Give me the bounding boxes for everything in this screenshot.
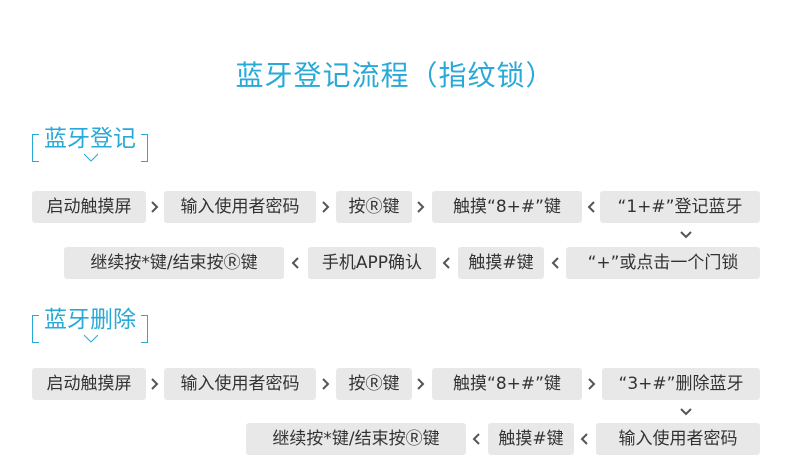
step-continue-or-end: 继续按*键/结束按Ⓡ键 bbox=[246, 423, 466, 455]
step-continue-or-end: 继续按*键/结束按Ⓡ键 bbox=[64, 247, 284, 279]
step-enter-user-password: 输入使用者密码 bbox=[164, 368, 316, 400]
step-plus-or-click-lock: “+”或点击一个门锁 bbox=[566, 247, 760, 279]
chevron-right-icon bbox=[415, 377, 427, 391]
step-1-hash-register: “1+#”登记蓝牙 bbox=[600, 191, 760, 223]
chevron-left-icon bbox=[470, 432, 482, 446]
bracket-left bbox=[32, 315, 39, 343]
section-label-register: 蓝牙登记 bbox=[32, 124, 148, 167]
chevron-down-icon bbox=[84, 334, 98, 348]
chevron-down-icon bbox=[679, 406, 693, 418]
section-label-delete: 蓝牙删除 bbox=[32, 305, 148, 348]
section-label-text: 蓝牙删除 bbox=[44, 307, 136, 333]
bracket-right bbox=[141, 134, 148, 162]
chevron-left-icon bbox=[585, 200, 597, 214]
chevron-right-icon bbox=[320, 200, 332, 214]
step-enter-user-password: 输入使用者密码 bbox=[596, 423, 760, 455]
step-start-touchscreen: 启动触摸屏 bbox=[32, 368, 146, 400]
chevron-right-icon bbox=[320, 377, 332, 391]
chevron-right-icon bbox=[415, 200, 427, 214]
chevron-left-icon bbox=[578, 432, 590, 446]
step-touch-hash: 触摸#键 bbox=[488, 423, 574, 455]
page-title: 蓝牙登记流程（指纹锁） bbox=[235, 59, 555, 92]
step-3-hash-delete: “3+#”删除蓝牙 bbox=[602, 368, 760, 400]
step-touch-8-hash: 触摸“8+#”键 bbox=[432, 191, 582, 223]
bracket-left bbox=[32, 134, 39, 162]
chevron-left-icon bbox=[289, 256, 301, 270]
step-enter-user-password: 输入使用者密码 bbox=[164, 191, 316, 223]
step-phone-app-confirm: 手机APP确认 bbox=[308, 247, 436, 279]
step-press-r-key: 按Ⓡ键 bbox=[336, 368, 412, 400]
step-touch-hash: 触摸#键 bbox=[458, 247, 544, 279]
step-touch-8-hash: 触摸“8+#”键 bbox=[432, 368, 582, 400]
section-label-text: 蓝牙登记 bbox=[44, 126, 136, 152]
chevron-right-icon bbox=[149, 377, 161, 391]
chevron-right-icon bbox=[586, 377, 598, 391]
chevron-left-icon bbox=[549, 256, 561, 270]
bracket-right bbox=[141, 315, 148, 343]
chevron-down-icon bbox=[84, 153, 98, 167]
step-press-r-key: 按Ⓡ键 bbox=[336, 191, 412, 223]
chevron-left-icon bbox=[440, 256, 452, 270]
chevron-down-icon bbox=[679, 229, 693, 241]
chevron-right-icon bbox=[149, 200, 161, 214]
step-start-touchscreen: 启动触摸屏 bbox=[32, 191, 146, 223]
